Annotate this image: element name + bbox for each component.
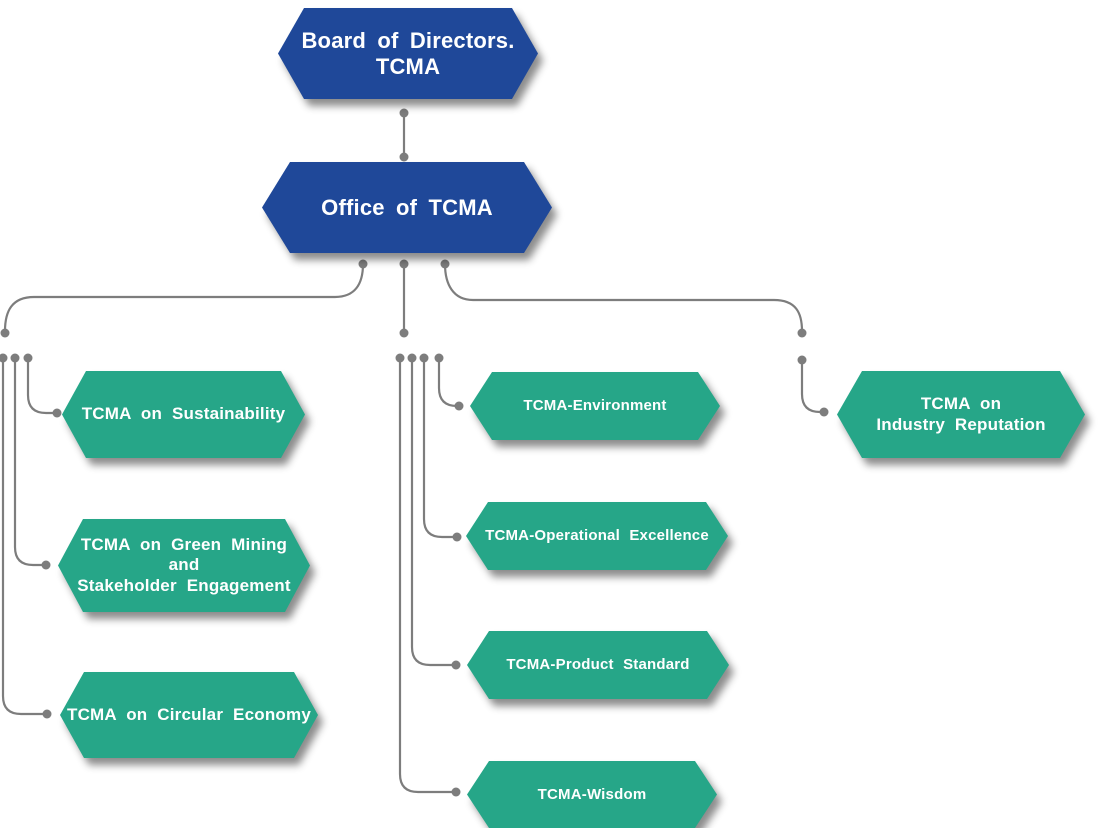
hexagon-shape: Board of Directors. TCMA: [278, 8, 538, 99]
connector-dot: [52, 408, 62, 418]
hexagon-shape: TCMA-Operational Excellence: [466, 502, 728, 570]
node-office-of-tcma: Office of TCMA: [262, 162, 552, 253]
node-tcma-wisdom: TCMA-Wisdom: [467, 761, 717, 828]
node-board-of-directors: Board of Directors. TCMA: [278, 8, 538, 99]
hexagon-shape: TCMA on Industry Reputation: [837, 371, 1085, 458]
hexagon-shape: TCMA on Circular Economy: [60, 672, 318, 758]
connector-dot: [419, 353, 429, 363]
hexagon-shape: TCMA-Environment: [470, 372, 720, 440]
connector-dot: [0, 353, 8, 363]
node-tcma-environment: TCMA-Environment: [470, 372, 720, 440]
node-tcma-operational-excellence: TCMA-Operational Excellence: [466, 502, 728, 570]
connector-dot: [452, 532, 462, 542]
node-label-line: and: [168, 555, 200, 575]
hexagon-shape: Office of TCMA: [262, 162, 552, 253]
node-tcma-circular-economy: TCMA on Circular Economy: [60, 672, 318, 758]
node-label-line: Board of Directors.: [301, 27, 515, 53]
connector-dot: [399, 328, 409, 338]
connector-dot: [41, 560, 51, 570]
connector-path: [26, 358, 56, 415]
connector-dot: [399, 259, 409, 269]
node-label-line: TCMA-Operational Excellence: [485, 527, 709, 545]
hexagon-shape: TCMA on Sustainability: [62, 371, 305, 458]
connector-dot: [440, 259, 450, 269]
connector-dot: [10, 353, 20, 363]
connector-dot: [451, 787, 461, 797]
node-label-line: TCMA on: [920, 394, 1002, 414]
node-label-line: TCMA-Wisdom: [537, 785, 647, 803]
node-label-line: TCMA-Product Standard: [506, 656, 690, 674]
node-tcma-sustainability: TCMA on Sustainability: [62, 371, 305, 458]
node-label-line: TCMA on Circular Economy: [67, 704, 311, 724]
connector-dot: [451, 660, 461, 670]
connector-dot: [797, 355, 807, 365]
hexagon-shape: TCMA on Green Mining and Stakeholder Eng…: [58, 519, 310, 612]
node-label-line: TCMA: [375, 53, 441, 79]
connector-dot: [42, 709, 52, 719]
connector-dot: [797, 328, 807, 338]
hexagon-shape: TCMA-Wisdom: [467, 761, 717, 828]
connector-dot: [358, 259, 368, 269]
node-label-line: Industry Reputation: [876, 414, 1046, 434]
connector-path: [437, 358, 458, 408]
node-tcma-industry-reputation: TCMA on Industry Reputation: [837, 371, 1085, 458]
connector-path: [443, 263, 804, 332]
node-label-line: TCMA on Green Mining: [80, 535, 288, 555]
node-tcma-product-standard: TCMA-Product Standard: [467, 631, 729, 699]
node-label-line: TCMA on Sustainability: [81, 404, 286, 424]
node-label-line: Stakeholder Engagement: [77, 575, 291, 595]
connector-dot: [399, 152, 409, 162]
node-label-line: TCMA-Environment: [523, 397, 667, 415]
node-label-line: Office of TCMA: [321, 194, 493, 220]
node-tcma-green-mining: TCMA on Green Mining and Stakeholder Eng…: [58, 519, 310, 612]
connector-dot: [407, 353, 417, 363]
connector-path: [1, 358, 46, 716]
connector-path: [13, 358, 45, 567]
connector-dot: [819, 407, 829, 417]
connector-dot: [434, 353, 444, 363]
connector-path: [422, 358, 456, 539]
connector-dot: [23, 353, 33, 363]
hexagon-shape: TCMA-Product Standard: [467, 631, 729, 699]
connector-path: [398, 358, 455, 794]
connector-dot: [399, 108, 409, 118]
connector-path: [800, 360, 823, 414]
connector-path: [410, 358, 455, 667]
connector-dot: [0, 328, 10, 338]
connector-dot: [454, 401, 464, 411]
connector-path: [3, 263, 365, 332]
connector-dot: [395, 353, 405, 363]
